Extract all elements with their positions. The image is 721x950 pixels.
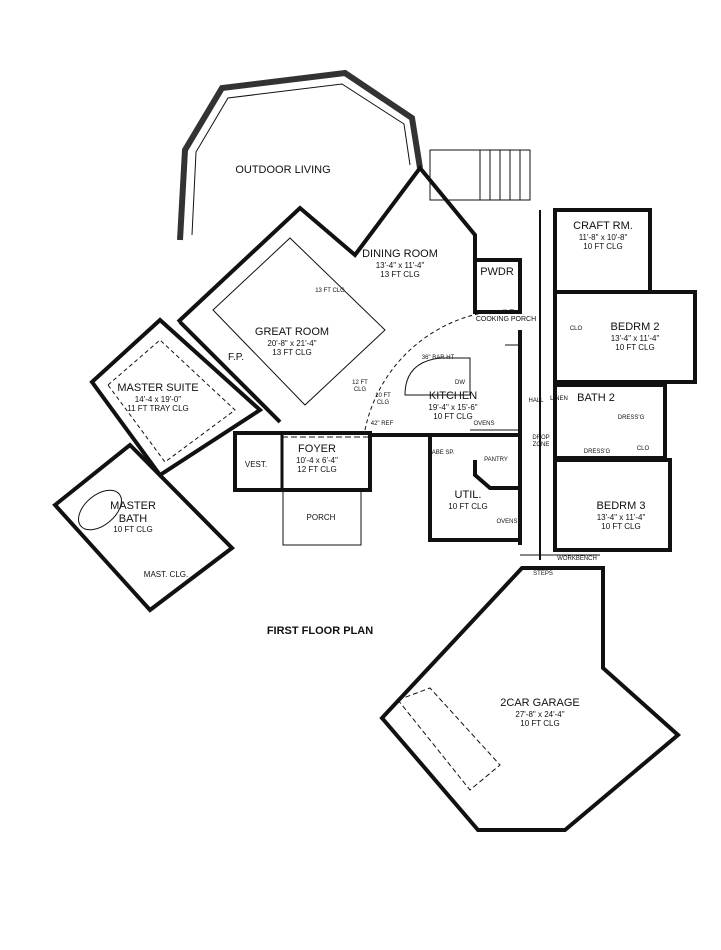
room-ceiling: 10 FT CLG	[520, 718, 560, 728]
room-label-outdoor-living: OUTDOOR LIVING	[235, 164, 330, 177]
bathtub	[78, 489, 122, 531]
room-size: 14'-4 x 19'-0"	[134, 394, 182, 404]
plan-title: FIRST FLOOR PLAN	[266, 625, 374, 637]
steps-label: STEPS	[533, 571, 553, 577]
bath-2-closet-label: CLO	[636, 446, 650, 452]
room-ceiling: 10 FT CLG	[601, 521, 641, 531]
bar-height-label: 36" BAR HT	[421, 355, 455, 361]
room-ceiling: 12 FT CLG	[297, 464, 337, 474]
powder-room-wall	[473, 258, 522, 314]
base-label: ABE SP.	[431, 450, 455, 456]
garage-wall	[379, 566, 682, 832]
ovens-label: OVENS	[473, 421, 495, 427]
room-size: 27'-8" x 24'-4"	[515, 709, 565, 719]
refrigerator-label: 42" REF	[370, 421, 394, 427]
room-name: MASTER SUITE	[117, 382, 199, 394]
porch-label: PORCH	[306, 513, 336, 522]
fireplace-label: F.P.	[228, 352, 244, 363]
room-name: KITCHEN	[428, 390, 478, 402]
room-size: 20'-8" x 21'-4"	[267, 338, 317, 348]
porch-outline	[282, 489, 362, 546]
room-ceiling: 10 FT CLG	[433, 411, 473, 421]
ceiling-12-label: 12 FT CLG	[352, 380, 368, 393]
room-label-foyer: FOYER 10'-4 x 6'-4" 12 FT CLG	[296, 443, 338, 474]
kitchen-arc	[364, 309, 516, 431]
powder-room-label: PWDR	[480, 266, 514, 278]
hall-label: HALL	[528, 398, 544, 404]
room-name: CRAFT RM.	[573, 220, 633, 232]
cooking-porch-label: COOKING PORCH	[475, 316, 537, 323]
drop-zone-label: DROP ZONE	[532, 435, 550, 448]
room-ceiling: 13 FT CLG	[380, 269, 420, 279]
room-label-great-room: GREAT ROOM 20'-8" x 21'-4" 13 FT CLG	[255, 326, 329, 357]
room-label-garage: 2CAR GARAGE 27'-8" x 24'-4" 10 FT CLG	[500, 697, 579, 728]
outdoor-living-inner	[191, 83, 411, 236]
bedroom-3-wall	[553, 458, 672, 552]
room-name: 2CAR GARAGE	[500, 697, 580, 709]
room-name: DINING ROOM	[362, 248, 438, 260]
room-name: OUTDOOR LIVING	[235, 164, 331, 176]
room-name: FOYER	[298, 443, 336, 455]
room-label-bedroom-2: BEDRM 2 13'-4" x 11'-4" 10 FT CLG	[611, 321, 660, 352]
room-ceiling: 10 FT CLG	[113, 525, 153, 535]
room-name: MASTER BATH	[110, 500, 156, 525]
great-room-wall	[176, 164, 477, 324]
workbench-label: WORKBENCH	[557, 556, 597, 562]
utility-ovens-label: OVENS	[496, 519, 518, 525]
room-name: UTIL.	[454, 489, 482, 501]
room-name: BEDRM 2	[610, 321, 660, 333]
kitchen-island	[404, 357, 471, 396]
bedroom-2-wall	[553, 290, 697, 384]
master-closet-label: MAST. CLG.	[143, 570, 189, 579]
pantry-label: PANTRY	[484, 457, 508, 463]
dishwasher-label: DW	[455, 380, 465, 386]
room-size: 13'-4" x 11'-4"	[610, 333, 660, 343]
master-suite-tray	[107, 339, 236, 463]
room-size: 13'-4" x 11'-4"	[375, 260, 425, 270]
room-ceiling: 10 FT CLG	[615, 342, 655, 352]
vestibule-label: VEST.	[244, 460, 268, 469]
pantry-wall	[473, 460, 520, 490]
dressing-2-label: DRESS'G	[583, 449, 611, 455]
room-ceiling: 10 FT CLG	[448, 501, 488, 511]
room-size: 13'-4" x 11'-4"	[596, 512, 646, 522]
stair-treads	[479, 150, 521, 200]
linen-label: LINEN	[550, 396, 568, 402]
bedroom-2-closet-label: CLO	[569, 326, 583, 332]
ceiling-10-label: 10 FT CLG	[375, 393, 391, 406]
room-ceiling: 10 FT CLG	[583, 241, 623, 251]
room-label-kitchen: KITCHEN 19'-4" x 15'-6" 10 FT CLG	[428, 390, 477, 421]
master-bath-wall	[52, 442, 236, 613]
master-suite-wall	[89, 317, 264, 478]
room-size: 11'-8" x 10'-8"	[578, 232, 628, 242]
room-ceiling: 11 FT TRAY CLG	[127, 403, 189, 413]
garage-parking-outline	[397, 687, 501, 791]
bath-2-label: BATH 2	[577, 392, 615, 404]
outdoor-living-outline	[177, 69, 423, 241]
great-room-corner-ceiling: 13 FT CLG	[315, 288, 345, 294]
room-size: 10'-4 x 6'-4"	[296, 455, 338, 465]
room-label-utility: UTIL. 10 FT CLG	[448, 489, 487, 511]
room-label-dining-room: DINING ROOM 13'-4" x 11'-4" 13 FT CLG	[362, 248, 438, 279]
room-label-bedroom-3: BEDRM 3 13'-4" x 11'-4" 10 FT CLG	[597, 500, 646, 531]
room-size: 19'-4" x 15'-6"	[428, 402, 478, 412]
great-room-south-wall	[178, 320, 282, 424]
great-room-tray	[212, 237, 386, 406]
dressing-label: DRESS'G	[617, 415, 645, 421]
room-label-master-suite: MASTER SUITE 14'-4 x 19'-0" 11 FT TRAY C…	[117, 382, 198, 413]
room-ceiling: 13 FT CLG	[272, 347, 312, 357]
room-name: GREAT ROOM	[254, 326, 330, 338]
room-label-master-bath: MASTER BATH 10 FT CLG	[103, 500, 163, 534]
room-name: BEDRM 3	[596, 500, 646, 512]
room-label-craft-room: CRAFT RM. 11'-8" x 10'-8" 10 FT CLG	[573, 220, 633, 251]
